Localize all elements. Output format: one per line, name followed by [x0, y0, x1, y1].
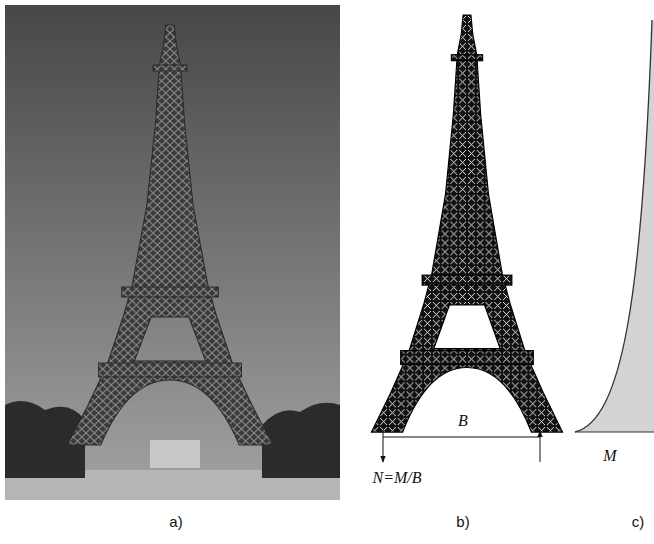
dimension-line	[383, 437, 540, 438]
moment-baseline	[575, 432, 654, 433]
moment-curve	[575, 20, 652, 432]
photo-trees	[262, 403, 340, 478]
dimension-label: B	[458, 412, 468, 430]
moment-label: M	[603, 447, 616, 465]
panel-label: c)	[632, 514, 645, 531]
moment-diagram	[575, 20, 654, 432]
photo-tower	[67, 25, 273, 445]
tower-lattice	[371, 15, 562, 432]
tower-drawing	[371, 15, 562, 462]
force-arrow	[383, 430, 384, 462]
photo	[5, 5, 340, 500]
panel-label: b)	[456, 514, 469, 531]
photo-building	[150, 440, 200, 468]
panel-label: a)	[169, 514, 182, 531]
force-arrow	[540, 431, 541, 462]
force-label: N=M/B	[372, 469, 421, 487]
photo-sky	[5, 5, 340, 500]
moment-area	[575, 20, 654, 432]
